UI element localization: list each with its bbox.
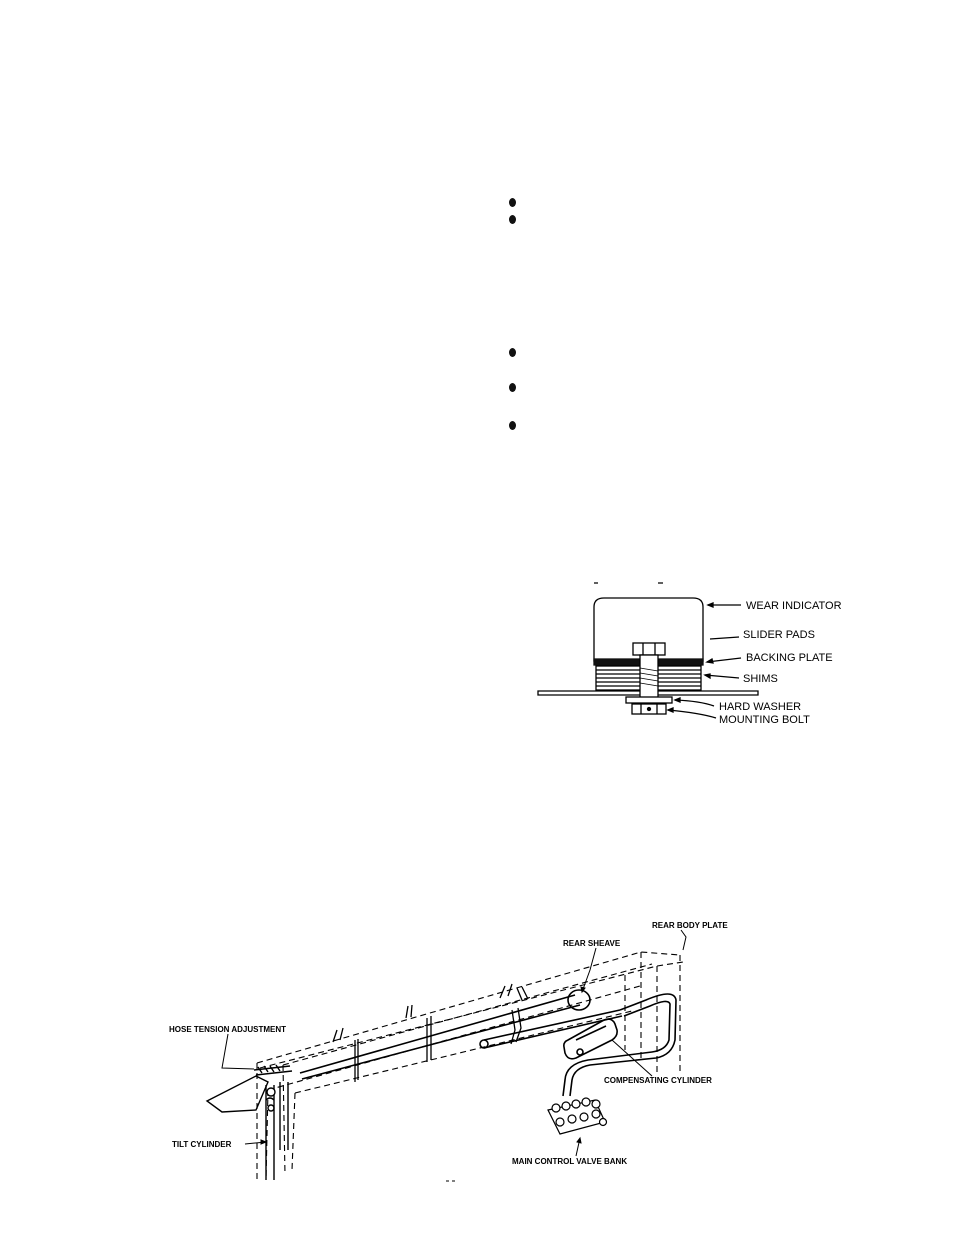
bullet-marker-1 xyxy=(509,198,516,207)
label-rear-sheave: REAR SHEAVE xyxy=(563,939,621,948)
bullet-marker-4 xyxy=(509,383,516,392)
leader-rear-sheave xyxy=(581,947,597,993)
slider-pad-drawing xyxy=(537,582,759,719)
leader-compensating-cylinder xyxy=(611,1039,653,1077)
bullet-marker-5 xyxy=(509,421,516,430)
label-rear-body-plate: REAR BODY PLATE xyxy=(652,921,728,930)
label-mounting-bolt: MOUNTING BOLT xyxy=(719,714,810,726)
wear-indicator-block xyxy=(593,597,704,662)
label-shims: SHIMS xyxy=(743,673,778,685)
label-compensating-cylinder: COMPENSATING CYLINDER xyxy=(604,1076,712,1085)
hose-lines xyxy=(299,989,677,1097)
leader-hose-tension xyxy=(221,1033,255,1070)
label-slider-pads: SLIDER PADS xyxy=(743,629,815,641)
label-hard-washer: HARD WASHER xyxy=(719,701,801,713)
hard-washer xyxy=(625,696,673,704)
label-hose-tension-adjustment: HOSE TENSION ADJUSTMENT xyxy=(169,1025,286,1034)
label-wear-indicator: WEAR INDICATOR xyxy=(746,600,842,612)
label-main-control-valve-bank: MAIN CONTROL VALVE BANK xyxy=(512,1157,627,1166)
boom-sections xyxy=(332,983,529,1082)
callout-leaders xyxy=(221,929,687,1182)
label-backing-plate: BACKING PLATE xyxy=(746,652,833,664)
leader-shims xyxy=(704,674,740,679)
compensating-cylinder xyxy=(563,1018,618,1060)
valve-bank xyxy=(547,1097,608,1135)
leader-rear-body-plate xyxy=(680,929,687,951)
boom-outline xyxy=(256,951,684,1181)
leader-slider-pads xyxy=(709,636,740,640)
tilt-cylinder xyxy=(265,1082,289,1180)
label-tilt-cylinder: TILT CYLINDER xyxy=(172,1140,232,1149)
bullet-marker-2 xyxy=(509,215,516,224)
tilt-assembly xyxy=(205,1064,293,1180)
rear-sheave xyxy=(567,989,591,1011)
bullet-marker-3 xyxy=(509,348,516,357)
